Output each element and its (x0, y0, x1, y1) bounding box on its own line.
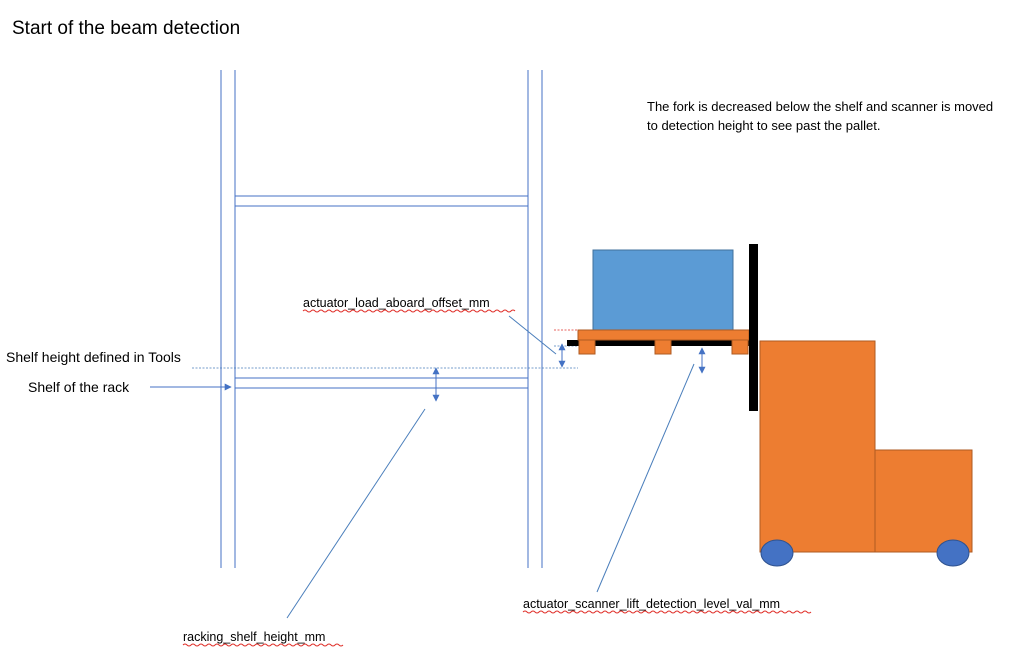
racking-shelf-height-pointer (286, 408, 426, 619)
racking-shelf-height-variable: racking_shelf_height_mm (183, 630, 325, 644)
shelf-of-rack-label: Shelf of the rack (28, 379, 130, 395)
scanner-lift-level-pointer (596, 363, 695, 593)
pallet-block-right (731, 339, 749, 355)
rack (220, 70, 543, 568)
forklift-mast (749, 244, 758, 411)
load-aboard-offset-variable: actuator_load_aboard_offset_mm (303, 296, 490, 310)
forklift-rear (874, 449, 973, 553)
load-aboard-offset-pointer (508, 315, 557, 355)
note-line-2: to detection height to see past the pall… (647, 118, 880, 133)
forklift-rear-wheel (936, 539, 970, 567)
shelf-height-tools-label: Shelf height defined in Tools (6, 349, 181, 365)
diagram-title: Start of the beam detection (12, 18, 240, 39)
pallet-block-left (578, 339, 596, 355)
pallet-deck (577, 329, 750, 341)
pallet (577, 329, 750, 355)
forklift-front-wheel (760, 539, 794, 567)
scanner-lift-level-variable: actuator_scanner_lift_detection_level_va… (523, 597, 780, 611)
racking-shelf-height-spellcheck-underline (182, 643, 344, 647)
forklift-body (759, 340, 876, 553)
load-box (592, 249, 734, 331)
load-aboard-offset-spellcheck-underline (302, 309, 516, 313)
note-line-1: The fork is decreased below the shelf an… (647, 99, 993, 114)
scanner-lift-level-spellcheck-underline (522, 610, 812, 614)
pallet-block-middle (654, 339, 672, 355)
